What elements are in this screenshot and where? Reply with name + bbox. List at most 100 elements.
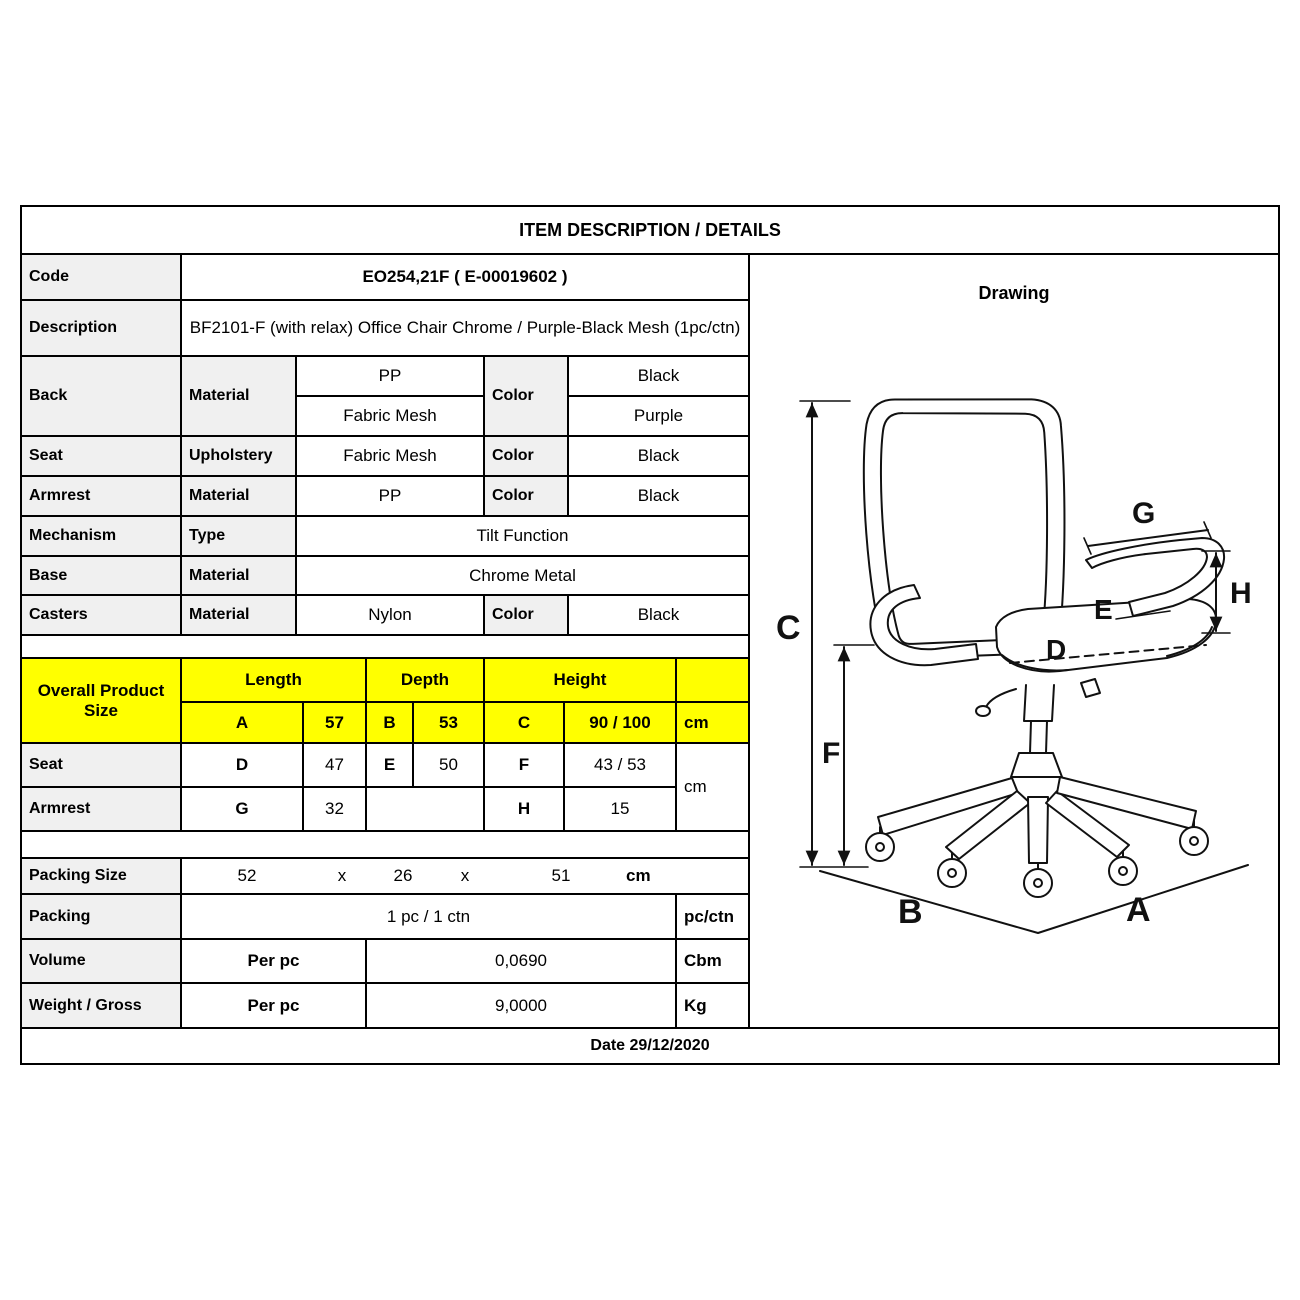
- base-attr: Material: [182, 557, 297, 594]
- dim-c: [799, 400, 869, 868]
- weight-unit: Kg: [684, 995, 707, 1015]
- description-value: BF2101-F (with relax) Office Chair Chrom…: [189, 317, 741, 337]
- page-title: ITEM DESCRIPTION / DETAILS: [22, 207, 1278, 255]
- back-material-2: Fabric Mesh: [343, 406, 437, 425]
- armrest-height-value: 15: [565, 788, 677, 830]
- armrest-attr: Material: [182, 477, 297, 515]
- armrest-label: Armrest: [22, 477, 182, 515]
- size-dim-headers: Length Depth Height: [182, 659, 748, 703]
- armrest-empty-cell: [367, 788, 485, 830]
- packing-size-unit: cm: [626, 866, 651, 885]
- description-label: Description: [22, 301, 182, 355]
- casters-label: Casters: [22, 596, 182, 634]
- seat-height-value: 43 / 53: [565, 744, 677, 786]
- weight-per: Per pc: [182, 984, 367, 1027]
- chair-armrest-right: [1085, 537, 1226, 617]
- seat-height-key: F: [485, 744, 565, 786]
- dim-label-a: A: [1126, 891, 1151, 929]
- back-color-1: Black: [569, 357, 748, 397]
- packing-size-x2: x: [460, 866, 470, 885]
- armrest-value: PP: [297, 477, 485, 515]
- seat-label: Seat: [22, 437, 182, 475]
- dim-label-b: B: [898, 893, 923, 931]
- back-label: Back: [22, 357, 182, 435]
- packing-unit: pc/ctn: [684, 906, 735, 926]
- armrest-length-value: 32: [304, 788, 367, 830]
- packing-label: Packing: [22, 895, 182, 938]
- volume-unit: Cbm: [684, 951, 722, 970]
- packing-size-x1: x: [337, 866, 347, 885]
- weight-label: Weight / Gross: [22, 984, 182, 1027]
- description-row: Description BF2101-F (with relax) Office…: [22, 301, 748, 357]
- drawing-panel: Drawing: [750, 255, 1278, 1027]
- size-armrest-label: Armrest: [22, 788, 182, 830]
- packing-size-values: 52 x 26 x 51 cm: [182, 859, 748, 893]
- back-values: PP Fabric Mesh: [297, 357, 485, 435]
- size-table-header: Overall Product Size Length Depth Height…: [22, 657, 748, 744]
- overall-length-value: 57: [304, 703, 367, 742]
- seat-color-label: Color: [485, 437, 569, 475]
- base-row: Base Material Chrome Metal: [22, 557, 748, 596]
- size-header-cols: Length Depth Height A 57 B 53 C 90 / 100…: [182, 659, 748, 742]
- back-color-label: Color: [485, 357, 569, 435]
- seat-value: Fabric Mesh: [297, 437, 485, 475]
- seat-length-value: 47: [304, 744, 367, 786]
- casters-row: Casters Material Nylon Color Black: [22, 596, 748, 636]
- size-armrest-row: Armrest G 32 H 15: [22, 788, 677, 830]
- dim-g: [1083, 521, 1212, 555]
- overall-depth-value: 53: [414, 703, 485, 742]
- floor-diagonal-lines: [819, 864, 1249, 934]
- dim-label-g: G: [1132, 497, 1155, 530]
- chair-casters: [865, 820, 1209, 898]
- section-gap-2: [22, 832, 748, 857]
- office-chair-line-drawing: C F G H E D B A: [776, 398, 1252, 934]
- packing-size-row: Packing Size 52 x 26 x 51 cm: [22, 857, 748, 895]
- mechanism-row: Mechanism Type Tilt Function: [22, 517, 748, 557]
- spec-table: Code EO254,21F ( E-00019602 ) Descriptio…: [22, 255, 750, 1027]
- dimension-labels: C F G H E D B A: [776, 497, 1252, 931]
- volume-per: Per pc: [182, 940, 367, 982]
- seat-attr: Upholstery: [182, 437, 297, 475]
- casters-color: Black: [637, 605, 680, 624]
- size-seat-label: Seat: [22, 744, 182, 786]
- casters-attr: Material: [182, 596, 297, 634]
- dim-e-line: [1115, 610, 1171, 620]
- drawing-header: Drawing: [978, 283, 1050, 303]
- overall-depth-key: B: [367, 703, 414, 742]
- length-header: Length: [182, 659, 367, 701]
- dim-d-line: [1009, 644, 1207, 664]
- depth-header: Depth: [367, 659, 485, 701]
- size-detail-left: Seat D 47 E 50 F 43 / 53 Armrest G 32 H: [22, 744, 677, 830]
- dim-f: [833, 644, 875, 866]
- overall-height-value: 90 / 100: [565, 703, 677, 742]
- armrest-color-label: Color: [485, 477, 569, 515]
- chair-armrest-left: [869, 584, 979, 667]
- weight-row: Weight / Gross Per pc 9,0000 Kg: [22, 984, 748, 1027]
- dim-h: [1201, 550, 1231, 634]
- dim-label-d: D: [1046, 634, 1066, 665]
- back-colors: Black Purple: [569, 357, 748, 435]
- dim-label-f: F: [822, 737, 840, 770]
- dim-label-h: H: [1230, 577, 1252, 610]
- weight-value: 9,0000: [367, 984, 677, 1027]
- seat-color: Black: [637, 446, 680, 465]
- mechanism-attr: Type: [182, 517, 297, 555]
- date-stamp: Date 29/12/2020: [22, 1027, 1278, 1063]
- size-detail-rows: Seat D 47 E 50 F 43 / 53 Armrest G 32 H: [22, 744, 748, 832]
- base-label: Base: [22, 557, 182, 594]
- seat-depth-value: 50: [414, 744, 485, 786]
- spec-sheet: ITEM DESCRIPTION / DETAILS Code EO254,21…: [20, 205, 1280, 1065]
- volume-label: Volume: [22, 940, 182, 982]
- overall-length-key: A: [182, 703, 304, 742]
- chair-base: [877, 776, 1197, 864]
- packing-value: 1 pc / 1 ctn: [182, 895, 677, 938]
- casters-color-label: Color: [485, 596, 569, 634]
- armrest-height-key: H: [485, 788, 565, 830]
- seat-row: Seat Upholstery Fabric Mesh Color Black: [22, 437, 748, 477]
- overall-size-label: Overall Product Size: [22, 659, 182, 742]
- packing-size-label: Packing Size: [22, 859, 182, 893]
- packing-size-v3: 51: [551, 866, 571, 885]
- overall-height-key: C: [485, 703, 565, 742]
- mechanism-label: Mechanism: [22, 517, 182, 555]
- size-seat-row: Seat D 47 E 50 F 43 / 53: [22, 744, 677, 788]
